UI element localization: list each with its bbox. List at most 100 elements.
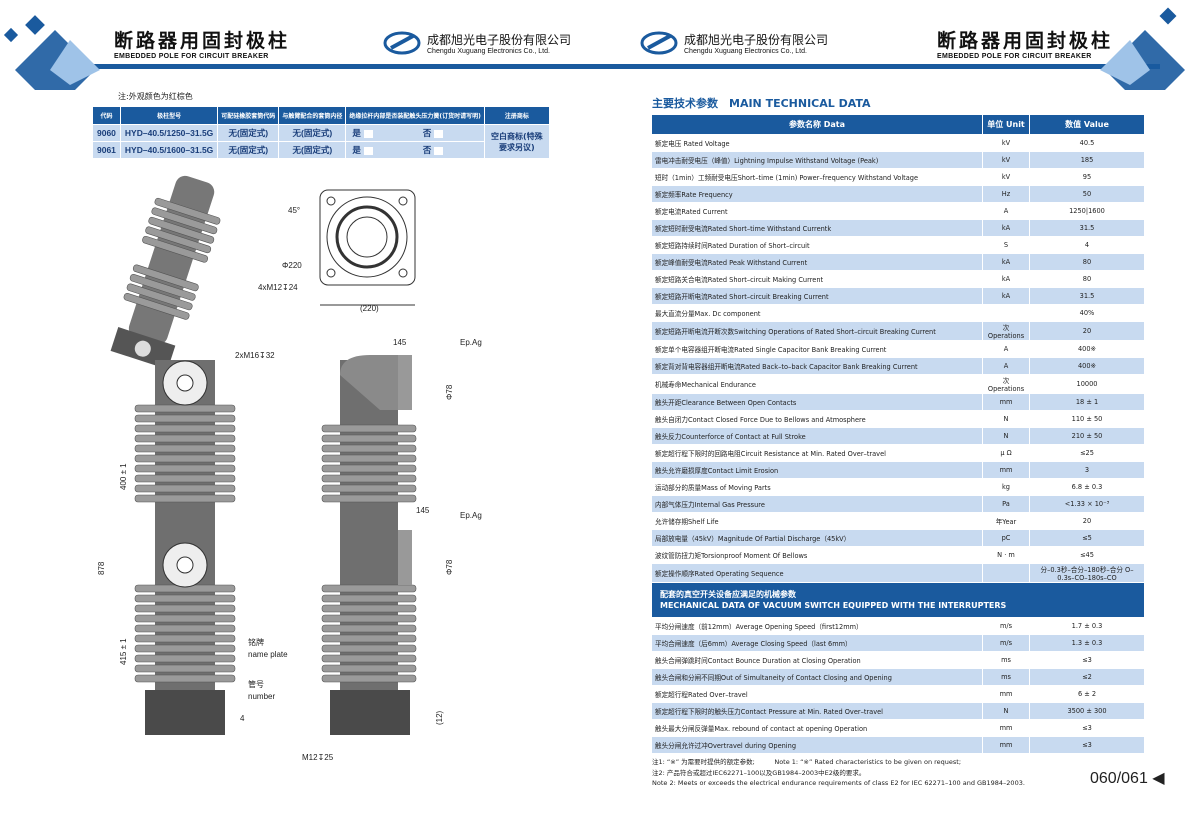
param-value: 1.3 ± 0.3 <box>1030 635 1144 651</box>
h415-label: 415 ± 1 <box>119 638 128 665</box>
table-row: 9060 HYD–40.5/1250–31.5G 无(固定式) 无(固定式) 是… <box>93 125 549 158</box>
company-name-cn: 成都旭光电子股份有限公司 <box>684 33 829 47</box>
param-unit: kV <box>983 152 1029 168</box>
param-name: 允许储存期Shelf Life <box>655 518 719 526</box>
param-unit: kA <box>1001 275 1011 283</box>
param-unit: kV <box>1001 139 1011 147</box>
param-unit: Hz <box>983 186 1029 202</box>
param-unit: 次 Operations <box>983 322 1029 340</box>
table-row: 9061 HYD–40.5/1600–31.5G 无(固定式) 无(固定式) 是… <box>93 142 549 158</box>
note-1: 注1: “※” 为需要时提供的额定参数; Note 1: “※” Rated c… <box>652 758 962 766</box>
technical-data-table: 参数名称 Data 单位 Unit 数值 Value 额定电压 Rated Vo… <box>651 114 1145 754</box>
param-unit: A <box>1003 345 1009 353</box>
param-name: 波纹管防扭力矩Torsionproof Moment Of Bellows <box>655 552 808 560</box>
no-checkbox[interactable] <box>434 129 444 138</box>
param-name: 额定峰值耐受电流Rated Peak Withstand Current <box>652 254 982 270</box>
param-value: 40% <box>1079 309 1095 317</box>
yes-checkbox[interactable] <box>363 146 373 155</box>
code: 9061 <box>93 142 120 158</box>
param-name: 额定频率Rate Frequency <box>652 186 982 202</box>
param-unit: S <box>1003 241 1009 249</box>
table-row: 额定超行程下限时的触头压力Contact Pressure at Min. Ra… <box>652 703 1144 719</box>
yes-checkbox[interactable] <box>363 129 373 138</box>
param-name: 额定超行程下限时的触头压力Contact Pressure at Min. Ra… <box>652 703 982 719</box>
bolts-top-label: 4xM12↧24 <box>258 283 298 292</box>
section-title: 主要技术参数 MAIN TECHNICAL DATA <box>652 97 871 110</box>
technical-drawings: 45° Φ220 4xM12↧24 (220) 2xM16↧32 400 ± 1… <box>97 175 482 762</box>
h878-label: 878 <box>97 561 106 575</box>
param-value: 1250|1600 <box>1069 207 1105 215</box>
param-name: 机械寿命Mechanical Endurance <box>655 381 756 389</box>
param-value: 18 ± 1 <box>1030 394 1144 410</box>
col-value: 数值 Value <box>1030 115 1144 134</box>
param-name: 短时（1min）工频耐受电压Short–time (1min) Power–fr… <box>655 174 919 182</box>
page-number: 060/061 ◀ <box>1090 770 1165 787</box>
title-cn: 断路器用固封极柱 <box>937 30 1114 52</box>
param-unit: kV <box>1001 173 1011 181</box>
no-label: 否 <box>422 145 432 155</box>
param-value: 50 <box>1030 186 1144 202</box>
param-value: 6 ± 2 <box>1077 690 1097 698</box>
param-value: ≤25 <box>1080 449 1094 457</box>
param-unit: N · m <box>997 551 1015 559</box>
param-value: 80 <box>1082 275 1092 283</box>
param-name: 额定背对背电容器组开断电流Rated Back–to–back Capacito… <box>652 358 982 374</box>
param-unit <box>983 564 1029 582</box>
param-name: 运动部分的质量Mass of Moving Parts <box>655 484 771 492</box>
param-value: 分–0.3秒–合分–180秒–合分 O–0.3s–CO–180s–CO <box>1030 564 1144 582</box>
pole-photo <box>110 175 221 370</box>
param-name: 触头最大分闸反弹量Max. rebound of contact at open… <box>655 725 868 733</box>
param-value: ≤2 <box>1030 669 1144 685</box>
param-value: 210 ± 50 <box>1030 428 1144 444</box>
param-name: 触头允许磨损厚度Contact Limit Erosion <box>652 462 982 478</box>
table-row: 额定背对背电容器组开断电流Rated Back–to–back Capacito… <box>652 358 1144 374</box>
param-value: 80 <box>1030 254 1144 270</box>
col-sleeve: 可配硅橡胶套筒代码 <box>218 107 279 124</box>
param-value: 3 <box>1030 462 1144 478</box>
param-unit: kA <box>983 254 1029 270</box>
footnotes: 注1: “※” 为需要时提供的额定参数; Note 1: “※” Rated c… <box>652 757 1025 789</box>
right-header-title: 断路器用固封极柱 EMBEDDED POLE FOR CIRCUIT BREAK… <box>937 26 1113 60</box>
company-logo-icon <box>383 31 421 55</box>
table-row: 局部放电量（45kV）Magnitude Of Partial Discharg… <box>652 530 1144 546</box>
note-2-en: Note 2: Meets or exceeds the electrical … <box>652 779 1025 787</box>
param-unit: N <box>983 428 1029 444</box>
param-value: ≤45 <box>1080 551 1094 559</box>
mech-section-cn: 配套的真空开关设备应满足的机械参数 <box>660 590 796 599</box>
yes-label: 是 <box>352 145 361 155</box>
table-row: 额定单个电容器组开断电流Rated Single Capacitor Bank … <box>652 341 1144 357</box>
title-en: EMBEDDED POLE FOR CIRCUIT BREAKER <box>114 53 269 60</box>
w145a-label: 145 <box>393 338 407 347</box>
number-en: number <box>248 692 275 701</box>
param-unit: A <box>1003 207 1009 215</box>
param-value: 20 <box>1030 322 1144 340</box>
no-checkbox[interactable] <box>434 146 444 155</box>
param-unit: Pa <box>983 496 1029 512</box>
param-name: 额定超行程Rated Over–travel <box>655 691 748 699</box>
col-inner: 与触臂配合的套筒内径 <box>279 107 346 124</box>
param-name: 额定短路持续时间Rated Duration of Short–circuit <box>655 242 810 250</box>
param-unit: A <box>983 358 1029 374</box>
inner: 无(固定式) <box>279 125 346 141</box>
table-row: 额定短时耐受电流Rated Short–time Withstand Curre… <box>652 220 1144 236</box>
param-value: 110 ± 50 <box>1071 415 1103 423</box>
trademark: 空白商标(特殊要求另议) <box>484 125 549 158</box>
param-unit: N <box>1003 415 1009 423</box>
param-name: 额定电压 Rated Voltage <box>655 140 730 148</box>
col-data: 参数名称 Data <box>652 115 982 134</box>
page-number-text: 060/061 <box>1090 770 1148 787</box>
company-name-en: Chengdu Xuguang Electronics Co., Ltd. <box>427 48 550 55</box>
bolt-bottom-label: M12↧25 <box>302 753 334 762</box>
param-unit: mm <box>983 394 1029 410</box>
epag-b-label: Ep.Ag <box>460 511 482 520</box>
param-unit: ms <box>983 669 1029 685</box>
param-name: 触头分闸允许过冲Overtravel during Opening <box>652 737 982 753</box>
note-2-cn: 注2: 产品符合或超过IEC62271–100以及GB1984–2003中E2级… <box>652 768 866 777</box>
table-row: 额定超行程下限时的回路电阻Circuit Resistance at Min. … <box>652 445 1144 461</box>
col-unit: 单位 Unit <box>983 115 1029 134</box>
table-row: 额定短路开断电流Rated Short–circuit Breaking Cur… <box>652 288 1144 304</box>
